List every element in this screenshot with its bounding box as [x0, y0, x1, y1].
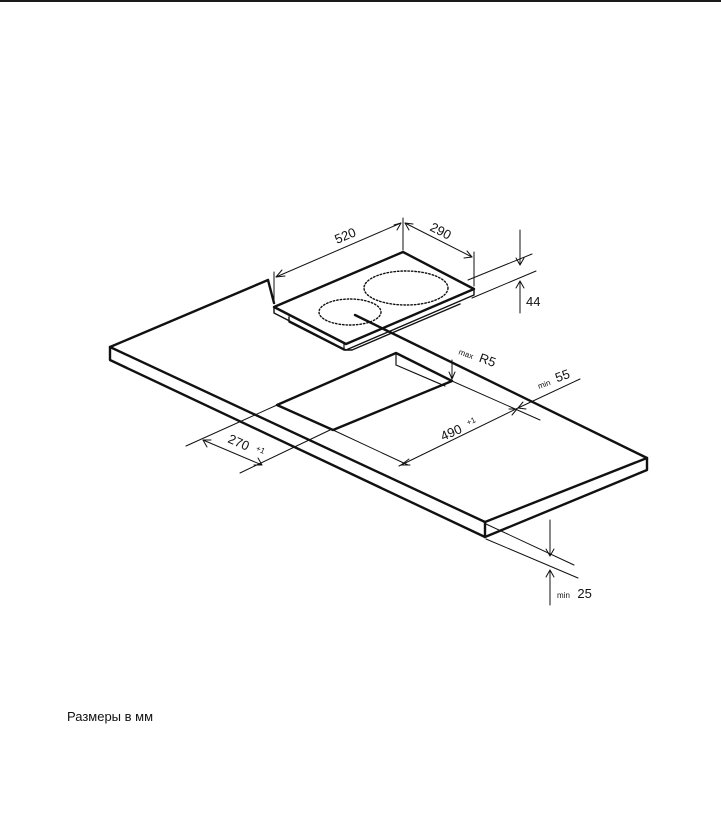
label-worktop-thickness-value: 25: [577, 586, 591, 601]
label-cutout-depth-tol: +1: [254, 444, 266, 456]
label-hob-depth: 290: [428, 219, 454, 242]
worktop-cutout: [275, 351, 454, 432]
dimension-hob-height: [467, 229, 537, 314]
label-corner-radius: max R5: [457, 342, 499, 371]
label-cutout-width: 490 +1: [438, 413, 480, 444]
dimension-labels: 520 290 44 max R5 min 55 490 +1 270 +1 m…: [225, 219, 592, 602]
cooking-zone-small: [318, 298, 382, 326]
dimension-front-margin: [451, 378, 581, 421]
dimension-cutout-depth: [185, 404, 331, 474]
label-front-margin-prefix: min: [537, 378, 552, 391]
label-worktop-thickness: min 25: [557, 585, 592, 602]
cooking-zone-large: [363, 270, 449, 306]
cooking-zones: [318, 270, 449, 326]
label-hob-height: 44: [526, 294, 540, 309]
label-cutout-depth: 270 +1: [225, 430, 267, 461]
worktop: [108, 278, 649, 539]
label-corner-radius-prefix: max: [457, 347, 474, 361]
label-front-margin: min 55: [535, 365, 573, 393]
label-cutout-depth-value: 270: [226, 431, 252, 454]
label-front-margin-value: 55: [553, 366, 572, 385]
dimension-worktop-thickness: [485, 519, 579, 606]
units-caption: Размеры в мм: [67, 709, 154, 724]
label-worktop-thickness-prefix: min: [557, 591, 570, 600]
dimension-corner-radius: [448, 359, 456, 380]
label-corner-radius-value: R5: [477, 350, 498, 370]
dimension-hob-width: [273, 217, 404, 304]
dimension-hob-depth: [404, 222, 475, 287]
label-cutout-width-value: 490: [438, 421, 464, 444]
hob: [272, 250, 476, 351]
label-cutout-width-tol: +1: [465, 415, 477, 427]
dimension-cutout-width: [332, 407, 519, 467]
top-border-line: [0, 0, 721, 2]
